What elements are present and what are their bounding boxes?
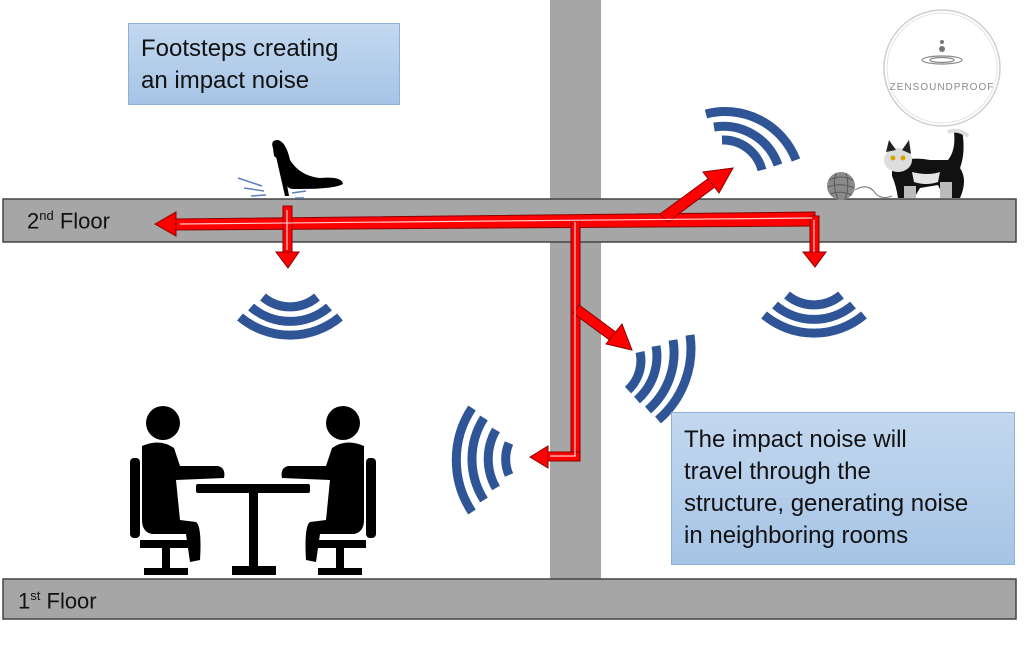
travel-callout-line-2: travel through the xyxy=(684,458,871,485)
travel-callout-line-1: The impact noise will xyxy=(684,426,907,453)
second-floor-suffix: nd xyxy=(39,208,54,223)
first-floor-label: 1st Floor xyxy=(18,588,97,614)
logo-icon xyxy=(883,9,1001,127)
people-at-table-icon xyxy=(130,406,376,575)
sound-wave-wall-right xyxy=(624,334,696,424)
footsteps-callout-line-1: Footsteps creating xyxy=(141,35,339,62)
logo-brand-text: ZENSOUNDPROOF xyxy=(889,82,995,93)
first-floor-suffix: st xyxy=(30,588,41,603)
yarn-ball-icon xyxy=(827,172,893,200)
arrow-wall-diagonal xyxy=(605,323,633,351)
cat-icon xyxy=(884,128,970,198)
first-floor-word: Floor xyxy=(46,588,97,614)
arrow-down-right xyxy=(801,251,827,268)
sound-wave-wall-left xyxy=(451,405,514,515)
travel-callout: The impact noise will travel through the… xyxy=(671,412,1015,565)
arrow-wall-left xyxy=(529,445,549,469)
arrow-floor-diagonal xyxy=(702,167,734,194)
second-floor-word: Floor xyxy=(59,208,110,234)
travel-callout-line-4: in neighboring rooms xyxy=(684,522,909,549)
second-floor-label: 2nd Floor xyxy=(27,208,110,234)
travel-callout-line-3: structure, generating noise xyxy=(684,490,969,517)
first-floor-number: 1 xyxy=(18,588,31,614)
sound-wave-upper-right xyxy=(704,107,801,172)
first-floor-slab xyxy=(2,578,1017,620)
arrow-left xyxy=(153,211,177,237)
sound-wave-floor-right xyxy=(761,291,867,338)
high-heel-icon xyxy=(237,140,343,199)
arrow-down-left xyxy=(275,251,300,269)
noise-path-inner-line xyxy=(179,210,815,457)
footsteps-callout: Footsteps creating an impact noise xyxy=(128,23,400,105)
sound-wave-floor-left xyxy=(237,293,343,340)
second-floor-number: 2 xyxy=(27,208,40,234)
footsteps-callout-line-2: an impact noise xyxy=(141,67,310,94)
